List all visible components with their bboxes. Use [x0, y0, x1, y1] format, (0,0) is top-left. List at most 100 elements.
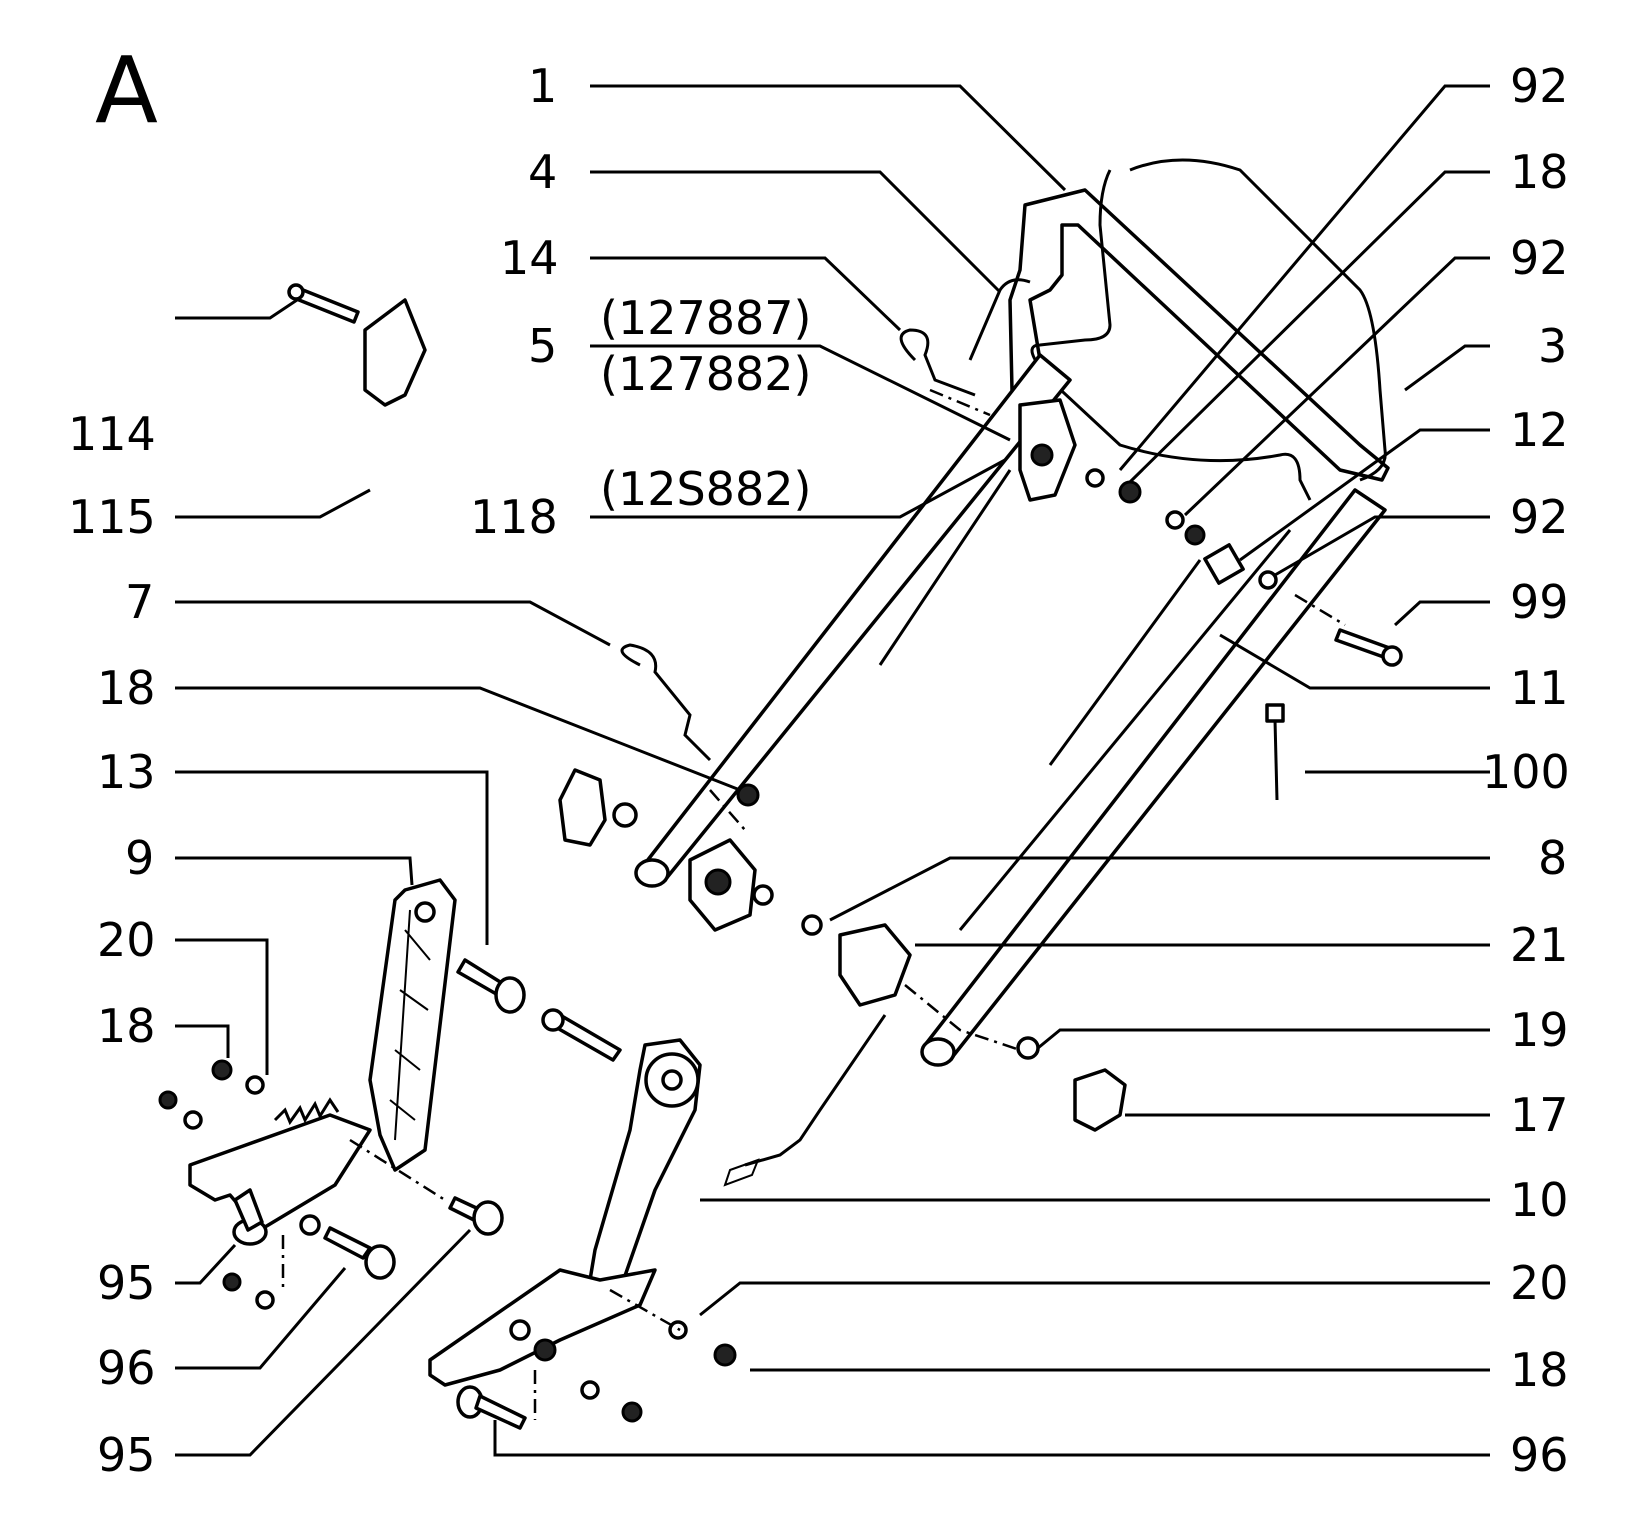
leader-r92c — [1274, 515, 1490, 577]
leader-r12 — [1239, 428, 1490, 562]
label-r96: 96 — [1510, 1428, 1569, 1482]
nut-18-right — [713, 1343, 737, 1367]
knob-17 — [1073, 1068, 1127, 1132]
label-18a: 18 — [97, 661, 156, 715]
label-18b: 18 — [97, 999, 156, 1053]
washer-19 — [1016, 1036, 1040, 1060]
lower-handle-tube-left — [638, 353, 1072, 882]
assembly-line-1 — [929, 388, 991, 417]
label-96a: 96 — [97, 1341, 156, 1395]
label-r99: 99 — [1510, 575, 1569, 629]
nut-bottom-1 — [533, 1338, 557, 1362]
leader-95a — [175, 1243, 237, 1285]
washer-92a — [1085, 468, 1105, 488]
carriage-bolt-95b-head — [472, 1200, 504, 1236]
assembly-line-2 — [1294, 593, 1346, 627]
leader-r8 — [829, 856, 1490, 922]
label-115: 115 — [68, 490, 156, 544]
label-5: 5 — [528, 319, 557, 373]
leader-r11 — [1219, 633, 1490, 690]
bracket-9-pivot — [414, 901, 436, 923]
bolt-upper-10-head — [541, 1008, 565, 1032]
leader-1 — [590, 84, 1067, 192]
lower-handle-tube-right — [923, 488, 1387, 1062]
washer-96a — [299, 1214, 321, 1236]
control-cable-short — [1048, 559, 1202, 766]
nut-18b — [1184, 524, 1206, 546]
washer-92b — [1165, 510, 1185, 530]
carriage-bolt-96a-head — [364, 1244, 396, 1280]
label-r11: 11 — [1510, 661, 1569, 715]
leader-r3 — [1404, 344, 1490, 392]
label-r92a: 92 — [1510, 59, 1569, 113]
leader-lines — [175, 84, 1490, 1457]
nut-bottom-2 — [621, 1401, 643, 1423]
carriage-bolt-96a — [323, 1226, 372, 1260]
spacer-8a — [752, 884, 774, 906]
label-r18a: 18 — [1510, 145, 1569, 199]
height-knob-left — [558, 768, 607, 847]
leader-r92b — [1183, 256, 1490, 517]
diagram-section-letter: A — [95, 37, 158, 144]
code-label-127882: (127882) — [600, 347, 812, 401]
tube-end-left — [634, 858, 670, 888]
label-r17: 17 — [1510, 1088, 1569, 1142]
assembly-line-7 — [609, 1288, 681, 1332]
bolt-99-head — [1381, 645, 1403, 667]
label-20a: 20 — [97, 913, 156, 967]
spring-cable — [744, 1014, 887, 1167]
label-1: 1 — [528, 59, 557, 113]
label-r10: 10 — [1510, 1173, 1569, 1227]
label-r8: 8 — [1538, 831, 1567, 885]
leader-4 — [590, 170, 1002, 294]
leader-r92a — [1118, 84, 1490, 471]
assembly-line-4 — [904, 984, 1021, 1052]
washer-left-1 — [612, 802, 638, 828]
leader-114 — [175, 296, 301, 320]
label-9: 9 — [125, 831, 154, 885]
code-label-12s882: (12S882) — [600, 462, 811, 516]
side-bracket-9 — [368, 878, 457, 1172]
switch-knob — [1030, 443, 1054, 467]
leader-13 — [175, 770, 489, 945]
nut-left-18 — [736, 783, 760, 807]
spring-hook-7 — [620, 643, 712, 762]
washer-bottom-1 — [509, 1319, 531, 1341]
cable-hook-14 — [899, 328, 976, 397]
cable-tie-strap — [1273, 719, 1279, 801]
leader-95b — [175, 1228, 472, 1457]
side-bracket-10-base — [428, 1268, 657, 1387]
label-7: 7 — [125, 575, 154, 629]
leader-r99 — [1393, 600, 1490, 627]
nut-left-2 — [158, 1090, 178, 1110]
bracket-9-ribs — [389, 909, 431, 1141]
label-r21: 21 — [1510, 918, 1569, 972]
part-labels-right: 92 18 92 3 12 92 99 11 100 8 21 19 17 10… — [1482, 59, 1570, 1482]
label-r12: 12 — [1510, 403, 1569, 457]
cable-left — [878, 469, 1012, 666]
tube-end-right — [920, 1037, 956, 1067]
screw-114-head — [287, 283, 305, 301]
side-bracket-9-base — [188, 1113, 372, 1232]
bolt-13-head — [494, 976, 526, 1014]
label-r20: 20 — [1510, 1256, 1569, 1310]
assembly-line-3 — [709, 789, 746, 831]
code-labels: (127887) (127882) (12S882) — [600, 291, 812, 516]
washer-92c — [1258, 570, 1278, 590]
washer-left-3 — [255, 1290, 275, 1310]
cable-clip — [1203, 543, 1245, 585]
leader-18b — [175, 1024, 230, 1058]
washer-bottom-2 — [580, 1380, 600, 1400]
leader-r96 — [493, 1420, 1490, 1457]
bracket-10-hub — [661, 1069, 683, 1091]
control-cable-long — [958, 529, 1292, 931]
upper-handle-bar — [1008, 188, 1390, 482]
bracket-115 — [363, 298, 427, 407]
label-114: 114 — [68, 407, 156, 461]
assembly-line-5 — [349, 1138, 446, 1202]
carriage-bolt-96b — [474, 1394, 527, 1430]
part-labels-left: 1 4 14 5 118 114 115 7 18 13 9 20 18 95 … — [68, 59, 559, 1482]
spring-coil — [723, 1158, 760, 1187]
height-adjuster-21 — [838, 923, 912, 1007]
